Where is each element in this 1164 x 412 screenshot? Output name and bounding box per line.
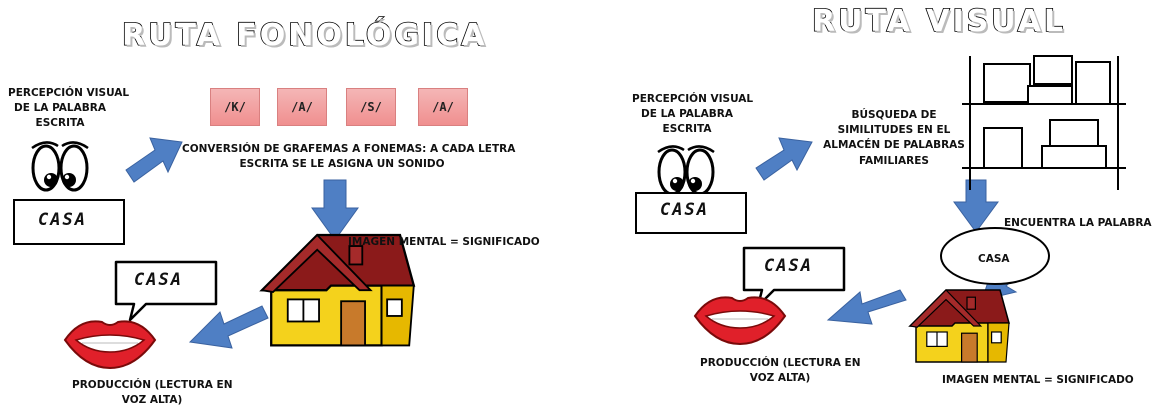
perception-line-2: DE LA PALABRA bbox=[14, 102, 106, 115]
mental-image-label-right: IMAGEN MENTAL = SIGNIFICADO bbox=[942, 374, 1134, 386]
conversion-line-2: ESCRITA SE LE ASIGNA UN SONIDO bbox=[239, 158, 445, 171]
mental-image-label-left: IMAGEN MENTAL = SIGNIFICADO bbox=[348, 236, 540, 248]
perception-line-1: PERCEPCIÓN VISUAL bbox=[632, 93, 754, 105]
word-storage-shelf-icon bbox=[962, 55, 1126, 190]
perception-line-1: PERCEPCIÓN VISUAL bbox=[8, 87, 130, 99]
eyes-icon-left bbox=[30, 140, 90, 192]
title-ruta-fonologica: RUTA FONOLÓGICA bbox=[121, 17, 488, 54]
perception-label-right: PERCEPCIÓN VISUAL DE LA PALABRA ESCRITA bbox=[632, 92, 754, 138]
search-line-3: ALMACÉN DE PALABRAS bbox=[823, 139, 965, 152]
production-line-1: PRODUCCIÓN (LECTURA EN bbox=[700, 357, 861, 369]
search-line-4: FAMILIARES bbox=[859, 154, 929, 167]
perception-line-2: DE LA PALABRA bbox=[641, 108, 733, 121]
perception-line-3: ESCRITA bbox=[662, 123, 712, 136]
house-icon-right bbox=[909, 289, 1010, 363]
search-line-1: BÚSQUEDA DE bbox=[851, 109, 937, 121]
arrow-down-right bbox=[953, 179, 999, 233]
arrow-to-lips-right bbox=[826, 289, 907, 325]
speech-bubble-text-right: CASA bbox=[764, 256, 813, 276]
word-card-left bbox=[13, 199, 125, 245]
conversion-line-1: CONVERSIÓN DE GRAFEMAS A FONEMAS: A CADA… bbox=[182, 143, 516, 155]
perception-line-3: ESCRITA bbox=[35, 117, 85, 130]
phoneme-box-1: /K/ bbox=[210, 88, 260, 126]
found-word-text: CASA bbox=[978, 253, 1010, 265]
production-label-right: PRODUCCIÓN (LECTURA EN VOZ ALTA) bbox=[700, 356, 861, 386]
conversion-label: CONVERSIÓN DE GRAFEMAS A FONEMAS: A CADA… bbox=[182, 142, 516, 172]
found-word-label: ENCUENTRA LA PALABRA bbox=[1004, 217, 1152, 229]
word-card-text-right: CASA bbox=[660, 200, 709, 220]
production-line-2: VOZ ALTA) bbox=[749, 372, 811, 385]
arrow-to-search-right bbox=[755, 137, 813, 181]
perception-label-left: PERCEPCIÓN VISUAL DE LA PALABRA ESCRITA bbox=[8, 86, 130, 132]
arrow-down-left bbox=[311, 179, 359, 241]
production-line-2: VOZ ALTA) bbox=[121, 394, 183, 407]
phoneme-box-4: /A/ bbox=[418, 88, 468, 126]
eyes-icon-right bbox=[656, 144, 716, 196]
title-ruta-visual: RUTA VISUAL bbox=[811, 3, 1067, 40]
phoneme-box-2: /A/ bbox=[277, 88, 327, 126]
found-word-ellipse bbox=[940, 227, 1050, 285]
arrow-to-lips-left bbox=[188, 305, 269, 349]
phoneme-box-3: /S/ bbox=[346, 88, 396, 126]
lips-icon-left bbox=[64, 320, 156, 369]
production-line-1: PRODUCCIÓN (LECTURA EN bbox=[72, 379, 233, 391]
house-icon-left bbox=[260, 233, 415, 347]
word-card-right bbox=[635, 192, 747, 234]
arrow-to-conversion-left bbox=[125, 137, 183, 183]
search-line-2: SIMILITUDES EN EL bbox=[837, 124, 951, 137]
production-label-left: PRODUCCIÓN (LECTURA EN VOZ ALTA) bbox=[72, 378, 233, 408]
lips-icon-right bbox=[694, 296, 786, 345]
word-card-text-left: CASA bbox=[38, 210, 87, 230]
speech-bubble-text-left: CASA bbox=[134, 270, 183, 290]
search-label: BÚSQUEDA DE SIMILITUDES EN EL ALMACÉN DE… bbox=[816, 108, 972, 169]
